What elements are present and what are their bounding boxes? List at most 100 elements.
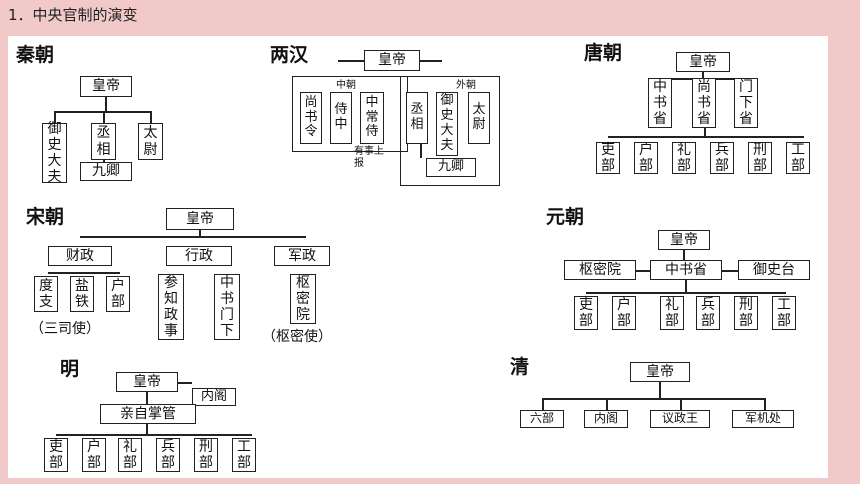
han-title: 两汉 — [270, 44, 309, 66]
qin-chengxiang: 丞相 — [91, 123, 116, 160]
yuan-title: 元朝 — [546, 206, 585, 228]
ming-line — [146, 392, 148, 404]
tang-line — [608, 136, 804, 138]
diagram-panel: 秦朝 皇帝 御史大夫 丞相 太尉 九卿 两汉 皇帝 中朝 外朝 尚书令 侍中 中… — [8, 36, 828, 478]
song-xingzheng: 行政 — [166, 246, 232, 266]
tang-emperor: 皇帝 — [676, 52, 730, 72]
qin-title: 秦朝 — [16, 44, 55, 66]
song-caizheng: 财政 — [48, 246, 112, 266]
tang-sheng-0: 中书省 — [648, 78, 672, 128]
qin-line — [150, 111, 152, 123]
ming-line — [178, 382, 192, 384]
han-yushi: 御史大夫 — [436, 92, 458, 156]
qin-taiwei: 太尉 — [138, 123, 163, 160]
ming-bu-4: 刑部 — [194, 438, 218, 472]
yuan-line — [685, 280, 687, 292]
yuan-line — [586, 292, 786, 294]
song-shumishi: （枢密使） — [262, 329, 332, 345]
yuan-bu-2: 礼部 — [660, 296, 684, 330]
qing-line — [680, 398, 682, 410]
yuan-line — [636, 270, 650, 272]
yuan-bu-3: 兵部 — [696, 296, 720, 330]
qing-title: 清 — [510, 356, 530, 378]
yuan-line — [722, 270, 738, 272]
song-line — [80, 236, 306, 238]
han-chengxiang: 丞相 — [406, 92, 428, 144]
yuan-bu-4: 刑部 — [734, 296, 758, 330]
qin-line — [103, 111, 105, 123]
qing-line — [542, 398, 544, 410]
ming-line — [56, 434, 252, 436]
song-yantie: 盐铁 — [70, 276, 94, 312]
ming-bu-3: 兵部 — [156, 438, 180, 472]
han-line — [420, 144, 422, 158]
tang-bu-0: 吏部 — [596, 142, 620, 174]
qing-line — [542, 398, 764, 400]
tang-line — [702, 72, 704, 78]
qin-yushi: 御史大夫 — [42, 121, 67, 185]
ming-emperor: 皇帝 — [116, 372, 178, 392]
han-zhongchao-label: 中朝 — [336, 80, 356, 91]
yuan-zhongshusheng: 中书省 — [650, 260, 722, 280]
ming-qinzi: 亲自掌管 — [100, 404, 196, 424]
yuan-yushitai: 御史台 — [738, 260, 810, 280]
ming-bu-5: 工部 — [232, 438, 256, 472]
song-emperor: 皇帝 — [166, 208, 234, 230]
song-junzheng: 军政 — [274, 246, 330, 266]
qing-unit-2: 议政王 — [650, 410, 710, 428]
han-taiwei: 太尉 — [468, 92, 490, 144]
qin-emperor: 皇帝 — [80, 76, 132, 97]
qin-line — [105, 97, 107, 111]
tang-bu-2: 礼部 — [672, 142, 696, 174]
han-report-note: 有事上报 — [354, 146, 384, 169]
yuan-bu-5: 工部 — [772, 296, 796, 330]
tang-sheng-1: 尚书省 — [692, 78, 716, 128]
han-line — [420, 60, 442, 62]
tang-sheng-2: 门下省 — [734, 78, 758, 128]
qin-jiuqing: 九卿 — [80, 162, 132, 181]
ming-bu-2: 礼部 — [118, 438, 142, 472]
yuan-bu-0: 吏部 — [574, 296, 598, 330]
song-duzhi: 度支 — [34, 276, 58, 312]
song-line — [199, 230, 201, 236]
qing-emperor: 皇帝 — [630, 362, 690, 382]
yuan-bu-1: 户部 — [612, 296, 636, 330]
qing-line — [764, 398, 766, 410]
qing-line — [659, 382, 661, 398]
ming-line — [146, 424, 148, 434]
han-shangshuling: 尚书令 — [300, 92, 322, 144]
ming-neige: 内阁 — [192, 388, 236, 406]
tang-bu-3: 兵部 — [710, 142, 734, 174]
song-canzhi: 参知政事 — [158, 274, 184, 340]
song-shumiyuan: 枢密院 — [290, 274, 316, 324]
ming-bu-0: 吏部 — [44, 438, 68, 472]
tang-title: 唐朝 — [584, 42, 623, 64]
tang-bu-4: 刑部 — [748, 142, 772, 174]
ming-title: 明 — [60, 358, 80, 380]
han-shizhong: 侍中 — [330, 92, 352, 144]
han-line — [338, 60, 364, 62]
song-hubu: 户部 — [106, 276, 130, 312]
qing-unit-1: 内阁 — [584, 410, 628, 428]
qing-unit-0: 六部 — [520, 410, 564, 428]
yuan-shumiyuan: 枢密院 — [564, 260, 636, 280]
tang-bu-5: 工部 — [786, 142, 810, 174]
han-waichao-group — [400, 76, 500, 186]
han-zhongchangshi: 中常侍 — [360, 92, 384, 144]
tang-bu-1: 户部 — [634, 142, 658, 174]
ming-bu-1: 户部 — [82, 438, 106, 472]
page-title: 1．中央官制的演变 — [8, 6, 138, 24]
qing-unit-3: 军机处 — [732, 410, 794, 428]
song-zhongshu: 中书门下 — [214, 274, 240, 340]
yuan-line — [683, 250, 685, 260]
song-sansishi: （三司使） — [30, 321, 100, 337]
han-emperor: 皇帝 — [364, 50, 420, 71]
qin-line — [54, 111, 151, 113]
song-line — [48, 272, 120, 274]
han-jiuqing: 九卿 — [426, 158, 476, 177]
yuan-emperor: 皇帝 — [658, 230, 710, 250]
qin-line — [54, 111, 56, 123]
han-waichao-label: 外朝 — [456, 80, 476, 91]
qing-line — [606, 398, 608, 410]
tang-line — [704, 128, 706, 136]
